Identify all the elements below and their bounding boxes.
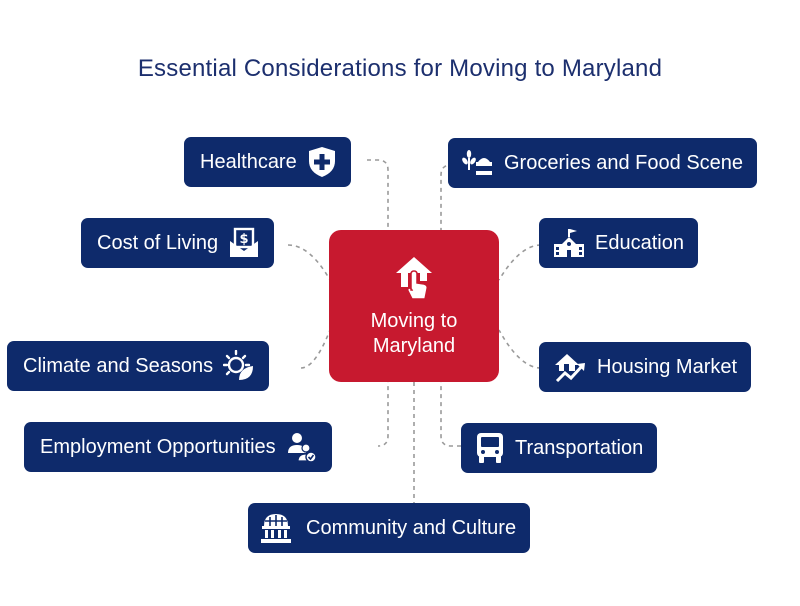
node-housing-market: Housing Market bbox=[539, 342, 752, 392]
node-healthcare: Healthcare bbox=[184, 137, 351, 187]
connector-housing bbox=[498, 329, 542, 369]
node-groceries-label: Groceries and Food Scene bbox=[504, 151, 744, 174]
node-groceries-and-food-scene: Groceries and Food Scene bbox=[448, 138, 758, 188]
diagram-title: Essential Considerations for Moving to M… bbox=[137, 55, 663, 82]
sun-leaf-icon bbox=[223, 350, 254, 380]
node-climate-and-seasons: Climate and Seasons bbox=[7, 341, 270, 391]
node-employment-label: Employment Opportunities bbox=[40, 435, 276, 458]
node-cost-of-living-label: Cost of Living bbox=[97, 231, 219, 254]
money-envelope-icon: $ bbox=[230, 227, 259, 257]
home-tap-icon bbox=[396, 257, 432, 300]
node-education: Education bbox=[539, 218, 698, 268]
node-climate-label: Climate and Seasons bbox=[23, 354, 214, 377]
grocery-icon bbox=[462, 150, 492, 175]
node-transportation-label: Transportation bbox=[515, 436, 644, 459]
center-node: Moving to Maryland bbox=[329, 230, 499, 382]
connector-cost-of-living bbox=[287, 244, 331, 281]
connector-transportation bbox=[440, 382, 461, 447]
connector-employment bbox=[377, 382, 389, 447]
node-community-label: Community and Culture bbox=[306, 516, 517, 539]
node-community-and-culture: Community and Culture bbox=[248, 503, 531, 553]
node-education-label: Education bbox=[595, 231, 684, 254]
shield-cross-icon bbox=[308, 147, 335, 177]
node-transportation: Transportation bbox=[461, 423, 658, 473]
house-trend-icon bbox=[555, 354, 585, 383]
connector-education bbox=[498, 244, 542, 281]
bus-icon bbox=[477, 433, 503, 463]
node-healthcare-label: Healthcare bbox=[200, 150, 297, 173]
node-cost-of-living: Cost of Living $ bbox=[81, 218, 275, 268]
people-check-icon bbox=[287, 433, 317, 463]
center-label: Moving to Maryland bbox=[370, 310, 458, 357]
connector-climate bbox=[300, 329, 331, 369]
connector-healthcare bbox=[367, 159, 389, 230]
node-employment-opportunities: Employment Opportunities bbox=[24, 422, 332, 472]
school-icon bbox=[554, 229, 584, 257]
node-housing-label: Housing Market bbox=[597, 355, 738, 378]
svg-text:$: $ bbox=[240, 232, 249, 247]
landmark-icon bbox=[261, 514, 291, 543]
